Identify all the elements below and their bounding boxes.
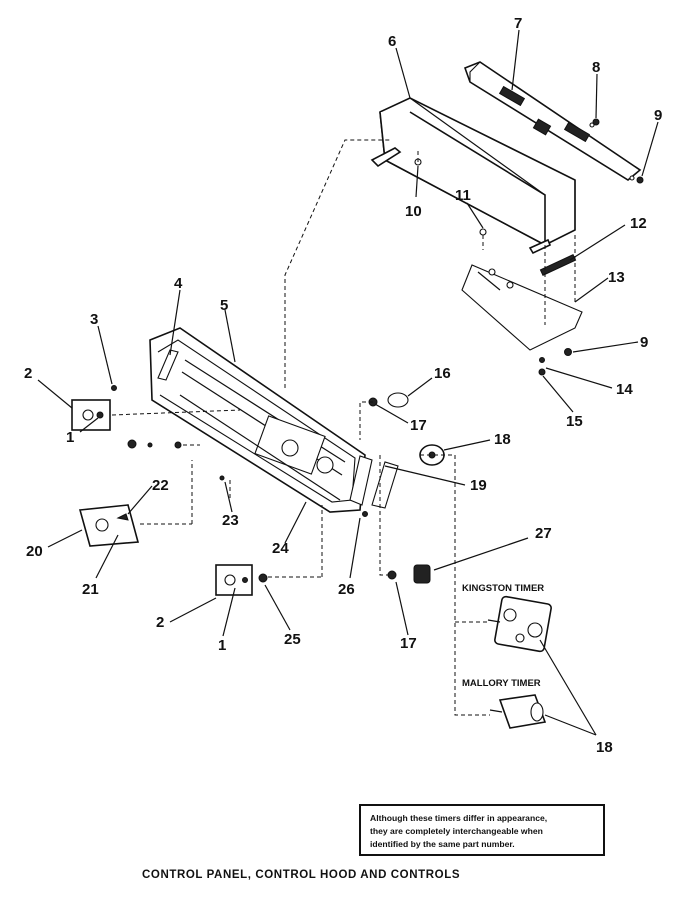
kingston-timer [487,595,552,653]
callout-21: 21 [82,581,99,598]
rear-cover-plate [463,61,642,181]
mallory-timer [489,694,547,729]
callout-2: 2 [24,365,32,382]
note-line-2: they are completely interchangeable when [370,826,543,836]
knob-plate-upper [71,399,111,431]
panel-end-caps [157,349,399,509]
callout-25: 25 [284,631,301,648]
callout-18: 18 [494,431,511,448]
note-line-3: identified by the same part number. [370,839,515,849]
callout-13: 13 [608,269,625,286]
panel-fasteners [111,385,368,517]
knob-plate-lower [215,564,268,596]
callout-24: 24 [272,540,289,557]
leader-lines [37,29,659,736]
callout-18b: 18 [596,739,613,756]
switch-27 [387,564,431,584]
callout-23: 23 [222,512,239,529]
callout-14: 14 [616,381,633,398]
knob-plate-middle [78,504,140,547]
callout-19: 19 [470,477,487,494]
switch-16 [368,392,409,408]
callout-6: 6 [388,33,396,50]
control-panel [149,327,366,513]
callout-17: 17 [410,417,427,434]
kingston-timer-label: KINGSTON TIMER [462,583,544,594]
callout-22: 22 [152,477,169,494]
callout-8: 8 [592,59,600,76]
hood-mounting-bracket [461,254,583,376]
callout-4: 4 [174,275,183,292]
callout-12: 12 [630,215,647,232]
callout-numbers: 7 6 8 9 10 11 12 13 4 5 3 9 14 15 2 16 1… [24,15,662,756]
callout-11: 11 [455,187,471,204]
callout-5: 5 [220,297,228,314]
assembly-guide-lines [111,139,576,716]
callout-9b: 9 [640,334,648,351]
diagram-caption: CONTROL PANEL, CONTROL HOOD AND CONTROLS [142,869,460,881]
callout-27: 27 [535,525,552,542]
mallory-timer-label: MALLORY TIMER [462,678,541,689]
interchangeability-note: Although these timers differ in appearan… [359,804,605,856]
callout-20: 20 [26,543,43,560]
callout-15: 15 [566,413,583,430]
note-line-1: Although these timers differ in appearan… [370,813,547,823]
callout-17b: 17 [400,635,417,652]
callout-1: 1 [66,429,74,446]
callout-10: 10 [405,203,422,220]
callout-1b: 1 [218,637,226,654]
callout-2b: 2 [156,614,164,631]
callout-7: 7 [514,15,522,32]
callout-26: 26 [338,581,355,598]
callout-9: 9 [654,107,662,124]
callout-3: 3 [90,311,98,328]
callout-16: 16 [434,365,451,382]
